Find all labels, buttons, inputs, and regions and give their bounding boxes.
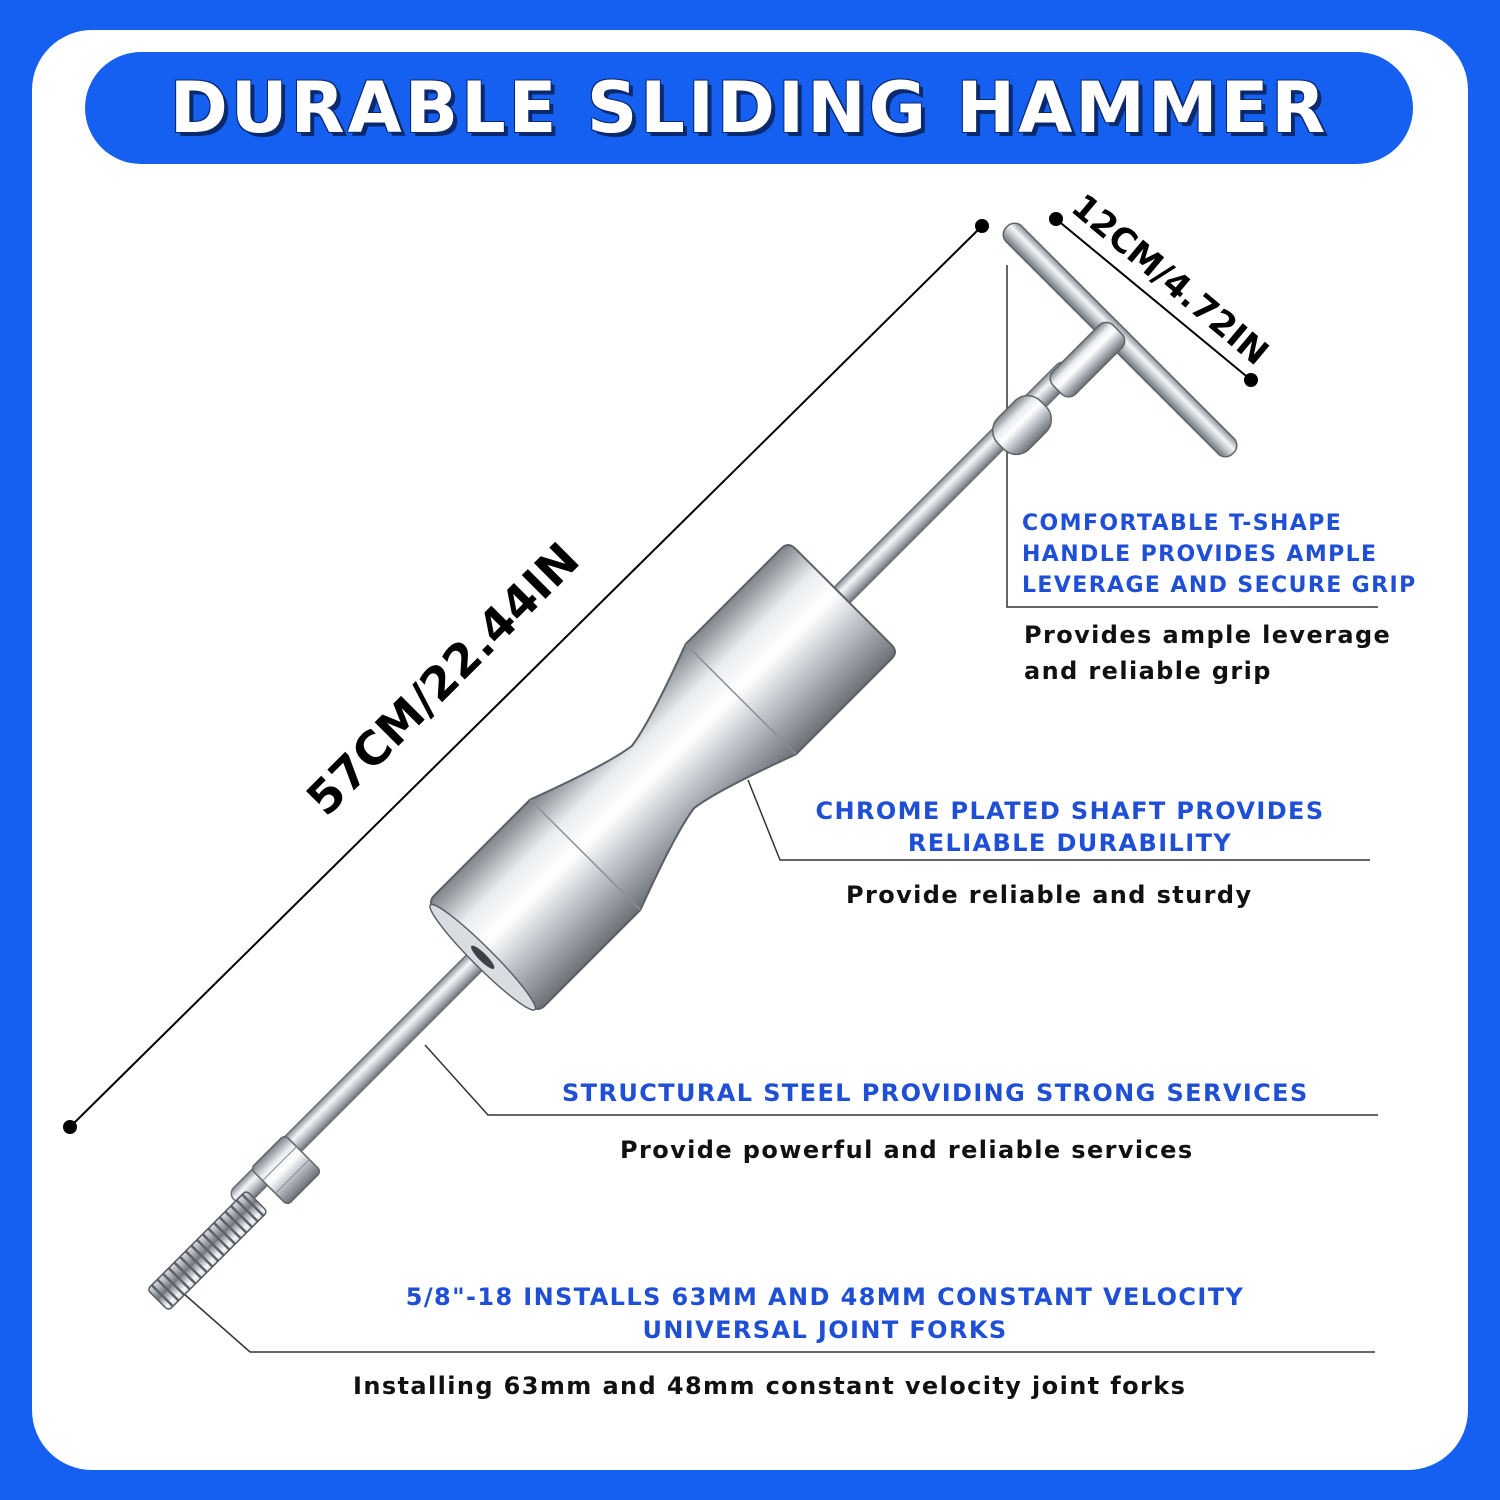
heading-line: HANDLE PROVIDES AMPLE xyxy=(1022,542,1378,567)
heading-line: COMFORTABLE T-SHAPE xyxy=(1022,511,1343,536)
callout-leader-lines xyxy=(182,265,1378,1353)
heading-line: UNIVERSAL JOINT FORKS xyxy=(642,1316,1008,1344)
leader-structural xyxy=(424,1044,1378,1116)
hex-nut xyxy=(251,1135,321,1205)
dimension-endpoint-dot xyxy=(1244,373,1258,387)
description-line: Provide powerful and reliable services xyxy=(620,1136,1194,1164)
feature-shaft-description: Provide reliable and sturdy xyxy=(846,877,1253,913)
feature-handle-heading: COMFORTABLE T-SHAPE HANDLE PROVIDES AMPL… xyxy=(1022,508,1417,601)
feature-thread-description: Installing 63mm and 48mm constant veloci… xyxy=(353,1368,1186,1404)
leader-thread xyxy=(182,1292,1375,1353)
description-line: Provide reliable and sturdy xyxy=(846,881,1253,909)
heading-line: CHROME PLATED SHAFT PROVIDES xyxy=(815,797,1325,825)
threaded-end xyxy=(148,1191,267,1310)
leader-shaft xyxy=(747,779,1370,861)
feature-thread-heading: 5/8"-18 INSTALLS 63MM AND 48MM CONSTANT … xyxy=(395,1281,1255,1347)
page-title: DURABLE SLIDING HAMMER xyxy=(169,67,1329,149)
description-line: and reliable grip xyxy=(1024,657,1272,685)
dimension-endpoint-dot xyxy=(1049,212,1063,226)
dimension-endpoint-dot xyxy=(63,1120,77,1134)
length-dimension-line xyxy=(63,219,989,1134)
dimension-endpoint-dot xyxy=(975,219,989,233)
heading-line: RELIABLE DURABILITY xyxy=(907,829,1233,857)
title-banner: DURABLE SLIDING HAMMER xyxy=(85,52,1413,164)
heading-line: 5/8"-18 INSTALLS 63MM AND 48MM CONSTANT … xyxy=(405,1283,1245,1311)
heading-line: STRUCTURAL STEEL PROVIDING STRONG SERVIC… xyxy=(562,1079,1309,1107)
feature-shaft-heading: CHROME PLATED SHAFT PROVIDES RELIABLE DU… xyxy=(800,795,1340,859)
feature-handle-description: Provides ample leverage and reliable gri… xyxy=(1024,617,1391,689)
description-line: Installing 63mm and 48mm constant veloci… xyxy=(353,1372,1187,1400)
leader-handle xyxy=(1006,265,1378,608)
feature-structural-description: Provide powerful and reliable services xyxy=(620,1132,1194,1168)
sliding-weight xyxy=(429,544,896,1011)
handle-collar xyxy=(991,321,1126,456)
handle-dimension-line xyxy=(1049,212,1258,387)
feature-structural-heading: STRUCTURAL STEEL PROVIDING STRONG SERVIC… xyxy=(562,1078,1309,1109)
description-line: Provides ample leverage xyxy=(1024,621,1392,649)
heading-line: LEVERAGE AND SECURE GRIP xyxy=(1022,573,1417,598)
